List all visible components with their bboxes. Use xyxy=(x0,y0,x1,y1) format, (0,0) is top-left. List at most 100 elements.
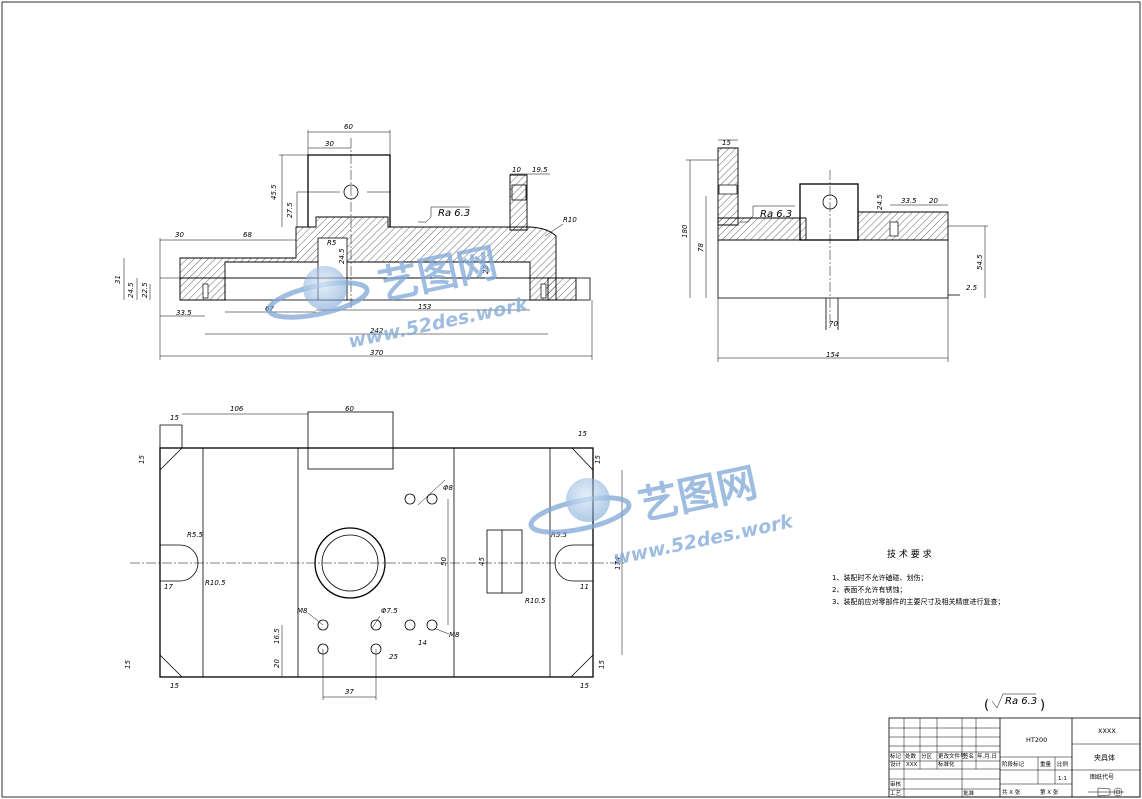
dim-30: 30 xyxy=(325,140,334,148)
dim-31: 31 xyxy=(114,275,122,284)
top-dim-15f: 15 xyxy=(598,660,606,669)
watermark-2: 艺图网 www.52des.work xyxy=(528,460,796,570)
tech-req-item-3: 3、装配前应对零部件的主要尺寸及相关精度进行复查； xyxy=(832,597,1004,606)
dim-68: 68 xyxy=(243,231,252,239)
dim-22-5: 22.5 xyxy=(141,282,149,298)
dim-19-5: 19.5 xyxy=(532,166,548,174)
dim-24-5: 24.5 xyxy=(338,248,346,264)
front-roughness: Ra 6.3 xyxy=(438,208,470,219)
side-dim-154: 154 xyxy=(826,351,839,359)
dim-r10: R10 xyxy=(563,216,577,224)
top-dim-60: 60 xyxy=(345,405,354,413)
tb-date: 年.月.日 xyxy=(977,752,997,760)
tb-part-name: 夹具体 xyxy=(1094,753,1115,762)
tb-drawing-no: 图纸代号 xyxy=(1090,773,1114,781)
top-dim-r10-5b: R10.5 xyxy=(525,597,546,605)
top-dim-15b: 15 xyxy=(578,430,587,438)
top-dim-11: 11 xyxy=(580,583,589,591)
top-dim-d8: Φ8 xyxy=(443,484,454,492)
side-dim-2-5: 2.5 xyxy=(966,284,978,292)
tb-std: 标准化 xyxy=(938,760,955,768)
side-dim-180: 180 xyxy=(681,224,689,238)
tb-stage-mark: 阶段标记 xyxy=(1002,760,1025,768)
top-dim-14: 14 xyxy=(418,639,427,647)
top-dim-50: 50 xyxy=(440,557,448,566)
tb-scale: 1:1 xyxy=(1058,776,1067,782)
tech-req-title: 技 术 要 求 xyxy=(887,548,932,560)
top-dim-r5-5b: R5.5 xyxy=(551,531,568,539)
dim-370: 370 xyxy=(370,349,384,357)
tb-weight: 重量 xyxy=(1040,760,1052,768)
watermark-url-2: www.52des.work xyxy=(611,510,796,570)
tb-design: 设计 xyxy=(890,760,902,768)
technical-requirements: 技 术 要 求 1、装配时不允许磕碰、划伤； 2、表面不允许有锈蚀； 3、装配前… xyxy=(832,548,1004,606)
top-dim-r10-5a: R10.5 xyxy=(205,579,226,587)
tech-req-item-1: 1、装配时不允许磕碰、划伤； xyxy=(832,573,927,582)
tech-req-item-2: 2、表面不允许有锈蚀； xyxy=(832,585,906,594)
top-dim-r5-5a: R5.5 xyxy=(187,531,204,539)
tb-zone: 分区 xyxy=(921,752,933,760)
side-dim-54-5: 54.5 xyxy=(976,254,984,270)
title-block: 标记 处数 分区 更改文件号 签名 年.月.日 设计 XXX 标准化 审核 工艺… xyxy=(888,717,1141,798)
top-dim-m8b: M8 xyxy=(449,631,460,639)
top-view: 15 106 60 15 15 15 R5.5 R10.5 17 Φ8 50 4… xyxy=(124,405,625,700)
projection-symbol-icon xyxy=(1088,787,1124,797)
top-dim-37: 37 xyxy=(345,688,354,696)
tb-process: 工艺 xyxy=(890,790,902,797)
dim-60: 60 xyxy=(344,123,353,131)
tb-approve: 批准 xyxy=(963,789,975,797)
tb-sign: 签名 xyxy=(963,752,974,760)
dim-22: 22 xyxy=(482,265,490,274)
tb-designer: XXX xyxy=(906,762,918,768)
dim-33-5: 33.5 xyxy=(176,309,192,317)
dim-27-5: 27.5 xyxy=(286,202,294,218)
tb-sheet-no: 第 X 张 xyxy=(1040,788,1059,796)
side-dim-78: 78 xyxy=(697,243,705,252)
top-dim-20: 20 xyxy=(273,659,281,668)
top-dim-45: 45 xyxy=(478,557,486,566)
dim-r5: R5 xyxy=(327,239,337,247)
tb-count: 处数 xyxy=(905,752,917,760)
dim-30b: 30 xyxy=(175,231,184,239)
top-dim-15d: 15 xyxy=(594,455,602,464)
svg-text:(: ( xyxy=(984,698,989,713)
side-dim-33-5: 33.5 xyxy=(901,197,917,205)
tb-ratio: 比例 xyxy=(1057,760,1069,768)
top-dim-d7-5: Φ7.5 xyxy=(381,607,398,615)
watermark-brand-2: 艺图网 xyxy=(635,460,762,530)
side-dim-20: 20 xyxy=(929,197,938,205)
side-dim-70: 70 xyxy=(829,320,838,328)
tb-sheets: 共 X 张 xyxy=(1002,788,1021,796)
dim-153: 153 xyxy=(418,303,431,311)
side-dim-24-5: 24.5 xyxy=(876,194,884,210)
top-dim-15c: 15 xyxy=(138,455,146,464)
top-dim-174: 174 xyxy=(614,557,622,570)
top-dim-15g: 15 xyxy=(170,682,179,690)
top-dim-106: 106 xyxy=(230,405,244,413)
tb-company: XXXX xyxy=(1098,727,1116,735)
tb-material: HT200 xyxy=(1026,736,1047,744)
tb-mark: 标记 xyxy=(890,752,902,760)
top-dim-25: 25 xyxy=(389,653,398,661)
top-dim-m8a: M8 xyxy=(297,607,308,615)
top-dim-17: 17 xyxy=(164,583,173,591)
general-roughness-note: ( Ra 6.3 ) xyxy=(984,693,1045,713)
watermark-url-1: www.52des.work xyxy=(346,293,531,353)
dim-10: 10 xyxy=(512,166,521,174)
side-dim-15: 15 xyxy=(722,139,731,147)
dim-45-5: 45.5 xyxy=(270,184,278,200)
roughness-value: Ra 6.3 xyxy=(1005,696,1037,707)
dim-242: 242 xyxy=(370,327,384,335)
svg-text:): ) xyxy=(1040,698,1045,713)
top-dim-15h: 15 xyxy=(580,682,589,690)
top-dim-15e: 15 xyxy=(124,660,132,669)
side-view: 15 180 78 Ra 6.3 24.5 33.5 20 54.5 2.5 7… xyxy=(681,139,988,362)
top-dim-16-5: 16.5 xyxy=(273,628,281,644)
tb-doc-no: 更改文件号 xyxy=(938,752,966,760)
side-roughness: Ra 6.3 xyxy=(760,209,792,220)
dim-24-5b: 24.5 xyxy=(127,282,135,298)
tb-review: 审核 xyxy=(890,780,902,788)
top-dim-15a: 15 xyxy=(170,414,179,422)
